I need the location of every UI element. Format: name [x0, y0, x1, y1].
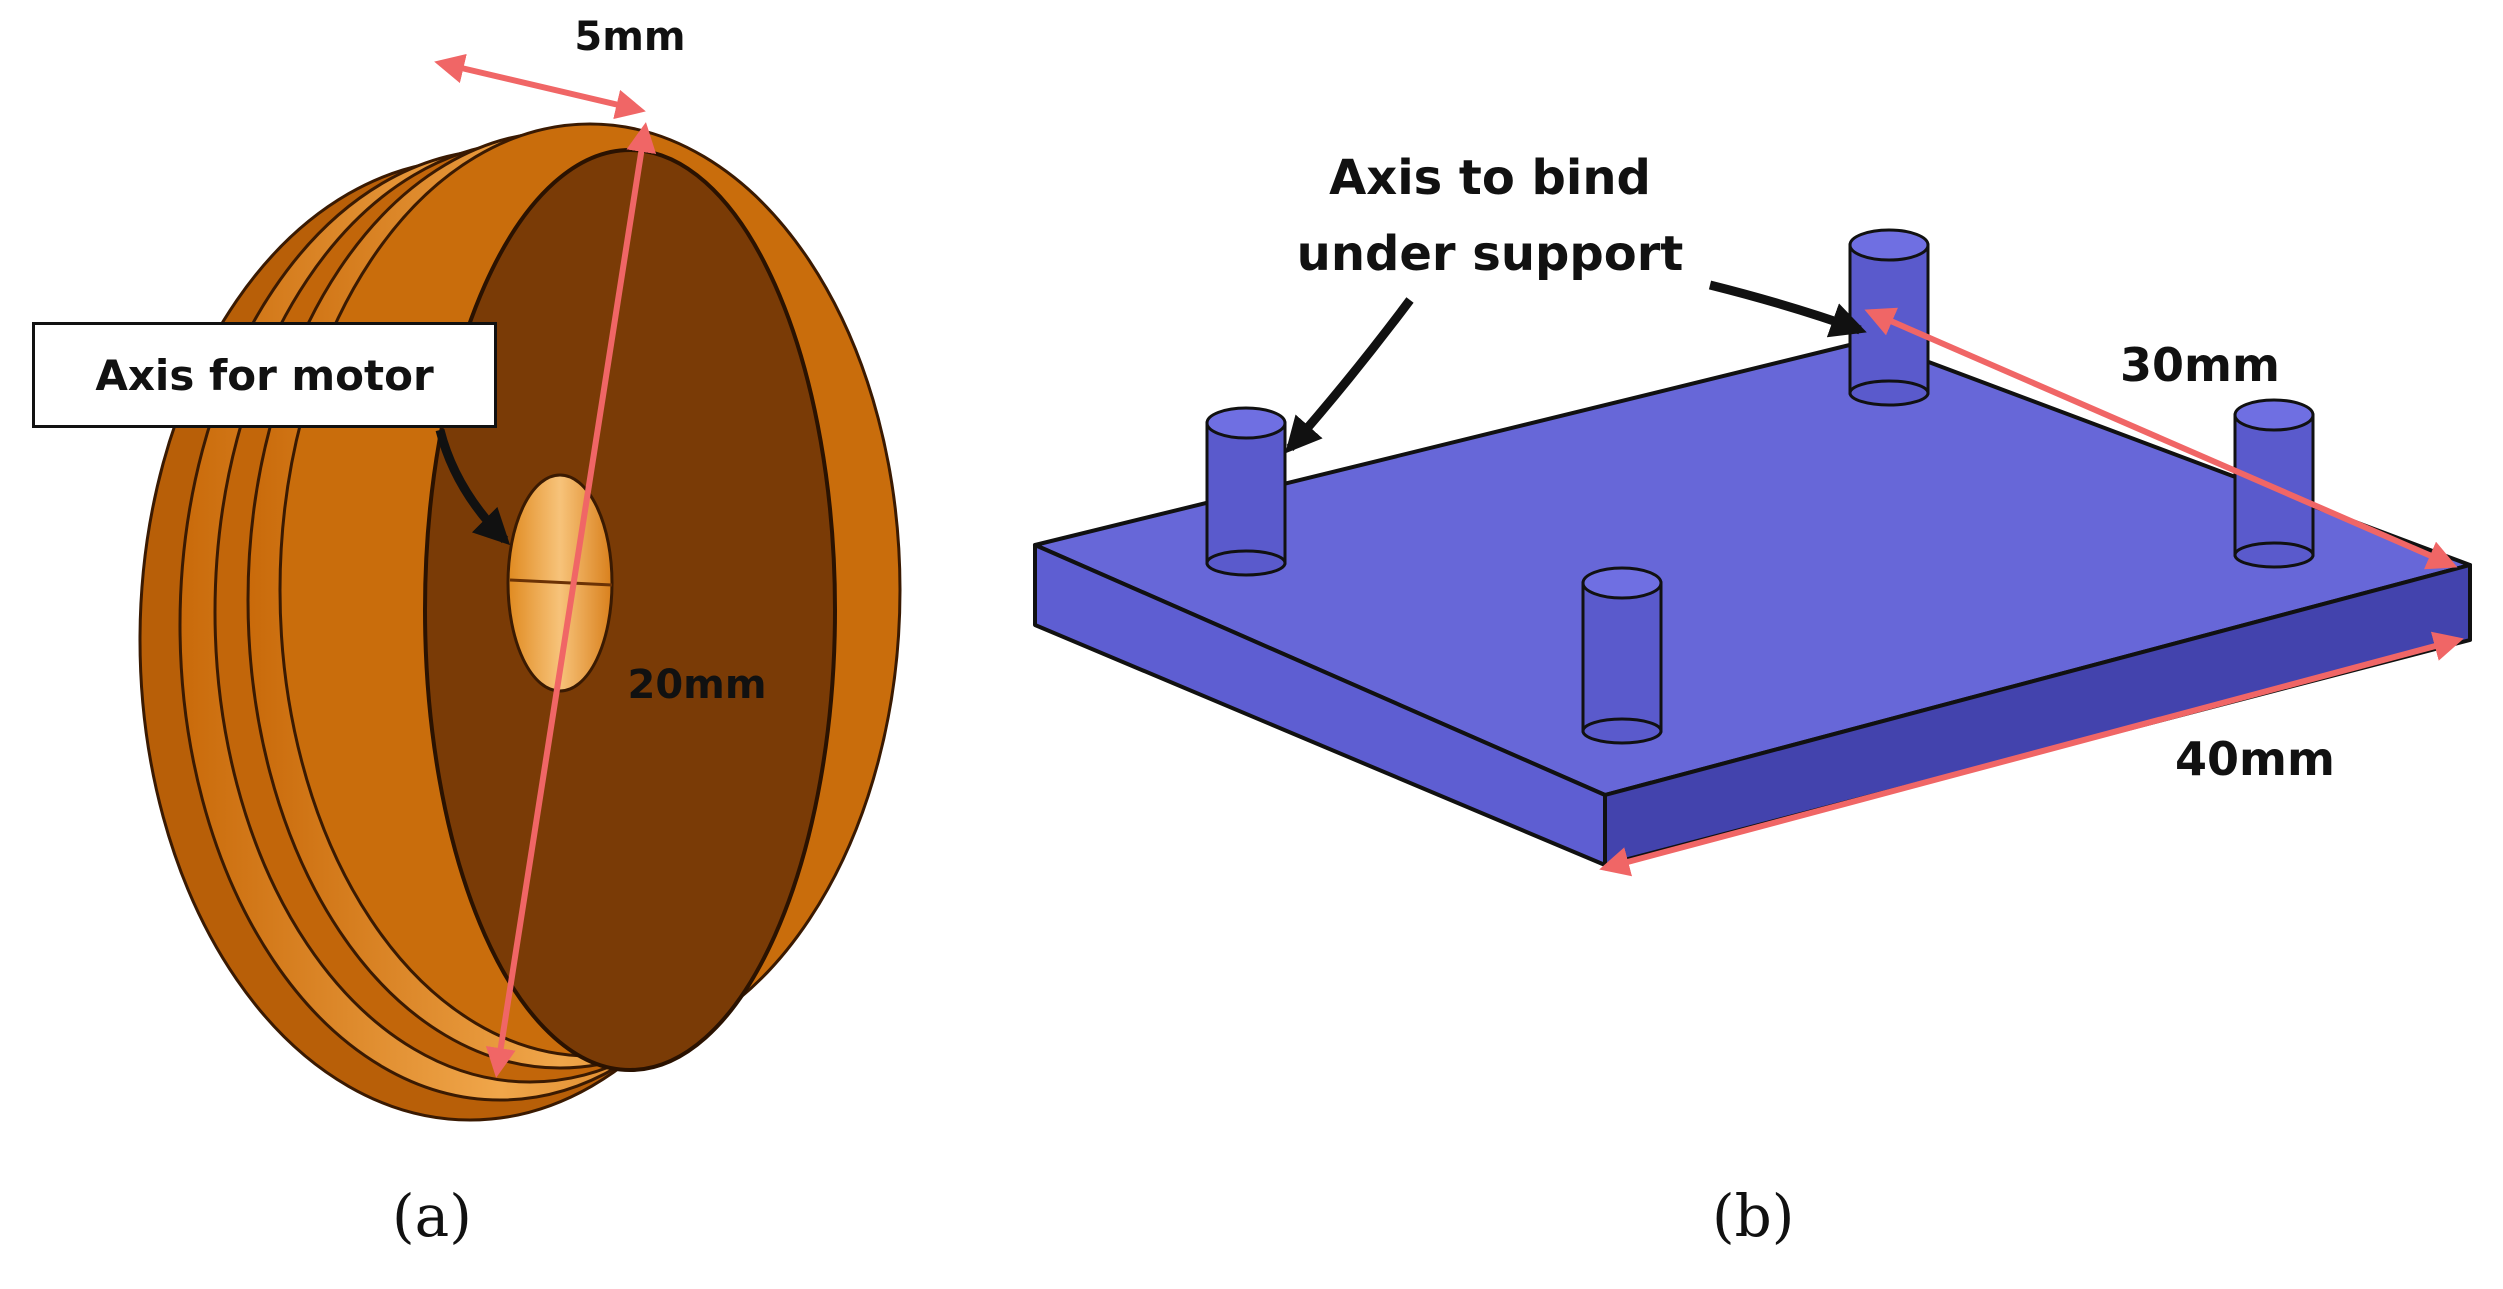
dimension-depth-label: 30mm — [2120, 338, 2280, 392]
dimension-width-arrow — [434, 53, 646, 120]
panel-b-caption: (b) — [1712, 1182, 1795, 1250]
pin-front — [1581, 566, 1663, 745]
pin-callout-label-line2: under support — [1296, 226, 1684, 282]
dimension-length-arrow — [1599, 631, 2464, 877]
panel-a-caption: (a) — [392, 1182, 472, 1250]
pin-callout-arrow-right — [1708, 280, 1867, 338]
pulley — [138, 122, 902, 1122]
pin-callout-arrow-left — [1285, 297, 1414, 454]
dimension-depth-arrow — [1864, 307, 2458, 570]
motor-axis-callout: Axis for motor — [32, 322, 497, 428]
dimension-length-label: 40mm — [2175, 732, 2335, 786]
dimension-diameter-label: 20mm — [627, 662, 767, 708]
dimension-diameter-arrow — [485, 122, 657, 1078]
dimension-width-label: 5mm — [574, 14, 686, 60]
pulley-face — [423, 148, 837, 1072]
pin-callout-label-line1: Axis to bind — [1329, 150, 1651, 206]
pin-right — [2233, 398, 2315, 569]
motor-axis-callout-arrow — [435, 428, 511, 546]
pin-left — [1205, 406, 1287, 577]
